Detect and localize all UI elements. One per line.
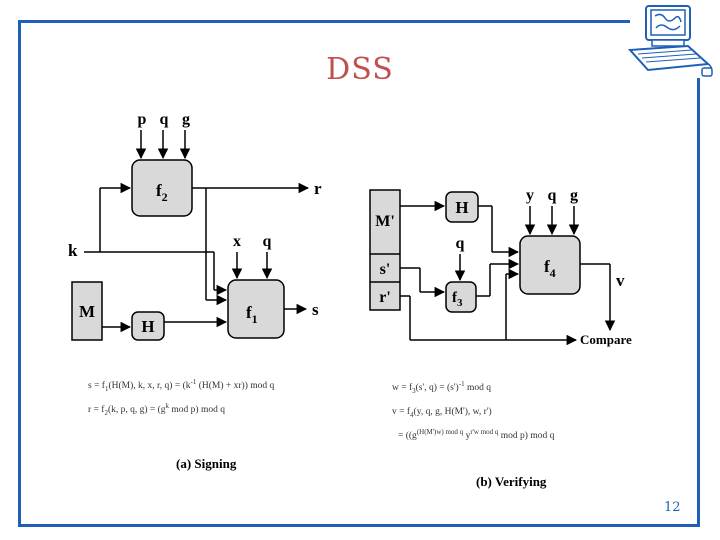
verify-H-box [445, 191, 479, 223]
verify-input-y: y [526, 187, 534, 204]
verify-H-label: H [455, 198, 468, 217]
slide-title: DSS [326, 52, 394, 87]
sprime-label: s' [380, 261, 391, 278]
f1-label: f1 [246, 303, 258, 326]
sign-H-box [131, 311, 165, 341]
verify-output-v: v [616, 271, 625, 290]
f3-box [445, 281, 477, 313]
sign-output-r: r [314, 179, 322, 198]
sign-eq-s: s = f1(H(M), k, x, r, q) = (k-1 (H(M) + … [88, 378, 275, 393]
sign-input-k: k [68, 241, 78, 260]
sign-input-p: p [138, 111, 147, 128]
f4-label: f4 [544, 257, 556, 280]
verify-eq-v2: = ((g(H(M')w) mod q yr'w mod q mod p) mo… [398, 428, 555, 441]
f4-box [519, 235, 581, 295]
compare-label: Compare [580, 332, 632, 347]
signing-caption: (a) Signing [176, 456, 237, 471]
verifying-caption: (b) Verifying [476, 474, 547, 489]
page-number: 12 [664, 500, 681, 515]
verify-input-q: q [456, 235, 465, 252]
verify-eq-v: v = f4(y, q, g, H(M'), w, r') [392, 406, 492, 419]
verify-input-q2: q [548, 187, 557, 204]
verify-eq-w: w = f3(s', q) = (s')-1 mod q [392, 380, 491, 395]
computer-clipart-icon [627, 5, 713, 77]
M-label: M [79, 302, 95, 321]
f3-label: f3 [452, 290, 463, 309]
frame-left-border [18, 20, 21, 527]
verify-input-g: g [570, 187, 578, 204]
frame-bottom-border [18, 524, 700, 527]
f1-box [227, 279, 285, 339]
frame-right-border [697, 78, 700, 527]
verifying-diagram: M' s' r' H q f3 y q g [369, 187, 632, 489]
f2-box [131, 159, 193, 217]
sign-output-s: s [312, 300, 319, 319]
M-box [71, 281, 103, 341]
sign-eq-r: r = f2(k, p, q, g) = (gk mod p) mod q [88, 402, 225, 417]
verify-input-stack [369, 189, 401, 311]
frame-top-border [18, 20, 630, 23]
signing-diagram: p q g f2 r k x q f1 s M [68, 111, 322, 471]
f2-label: f2 [156, 181, 168, 204]
rprime-label: r' [379, 289, 391, 306]
sign-H-label: H [141, 317, 154, 336]
sign-input-x: x [233, 233, 241, 250]
sign-input-q2: q [263, 233, 272, 250]
sign-input-g: g [182, 111, 190, 128]
Mprime-label: M' [375, 213, 395, 230]
sign-input-q: q [160, 111, 169, 128]
